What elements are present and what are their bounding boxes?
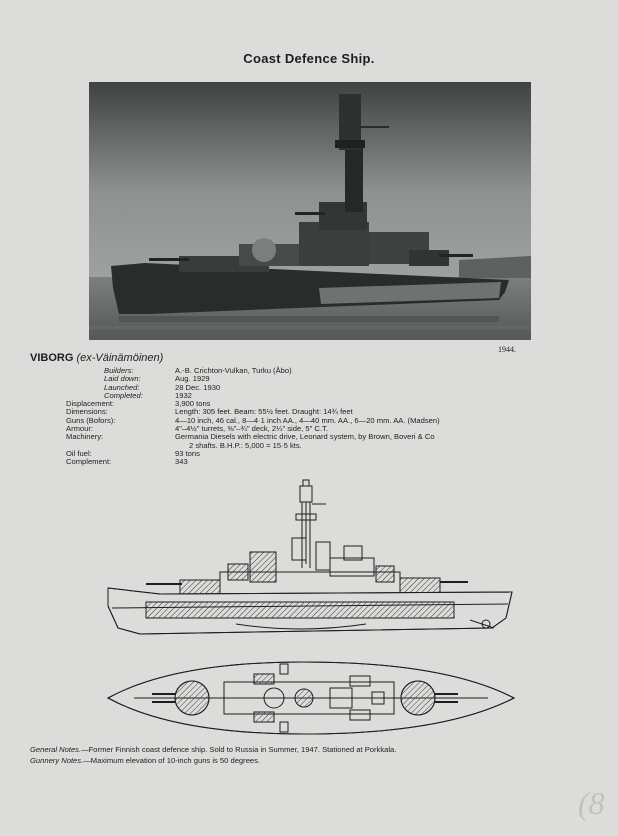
spec-label: Completed: — [104, 390, 143, 400]
spec-value: A.-B. Crichton-Vulkan, Turku (Åbo) — [175, 366, 292, 375]
spec-label: Laid down: — [104, 374, 141, 384]
ship-profile-drawing — [107, 479, 513, 635]
spec-label: Oil fuel: — [66, 448, 92, 458]
specifications-table: Builders: A.-B. Crichton-Vulkan, Turku (Å… — [66, 366, 440, 467]
spec-value: 1932 — [175, 390, 192, 400]
ship-notes: General Notes.—Former Finnish coast defe… — [30, 744, 396, 766]
spec-row: Guns (Bofors): 4—10 inch, 46 cal., 8—4·1 … — [66, 415, 440, 425]
photo-year-caption: 1944. — [498, 345, 516, 354]
spec-row: Displacement: 3,900 tons — [66, 399, 440, 409]
spec-row: Oil fuel: 93 tons — [66, 448, 440, 458]
ship-name-heading: VIBORG (ex-Väinämöinen) — [30, 352, 163, 364]
spec-row: Launched: 28 Dec. 1930 — [66, 382, 440, 392]
spec-value: 3,900 tons — [175, 399, 211, 409]
spec-value: 28 Dec. 1930 — [175, 382, 221, 392]
spec-label: Displacement: — [66, 399, 115, 409]
spec-row: Armour: 4"–4½" turrets, ⅜"–¾" deck, 2¼" s… — [66, 424, 440, 434]
ship-photograph — [89, 82, 531, 340]
page-title: Coast Defence Ship. — [243, 51, 375, 66]
spec-value: Germania Diesels with electric drive, Le… — [175, 432, 435, 442]
spec-label: Builders: — [104, 366, 134, 375]
spec-row: Machinery: Germania Diesels with electric… — [66, 432, 440, 442]
spec-label: Machinery: — [66, 432, 104, 442]
spec-row: 2 shafts. B.H.P.: 5,000 = 15·5 kts. — [66, 440, 440, 450]
ship-former-name: (ex-Väinämöinen) — [76, 352, 164, 364]
spec-label: Dimensions: — [66, 407, 108, 417]
general-notes: General Notes.—Former Finnish coast defe… — [30, 744, 396, 755]
spec-row: Dimensions: Length: 305 feet. Beam: 55½ f… — [66, 407, 440, 417]
spec-value: Aug. 1929 — [175, 374, 210, 384]
spec-row: Complement: 343 — [66, 457, 440, 467]
spec-row: Builders: A.-B. Crichton-Vulkan, Turku (Å… — [66, 366, 440, 375]
spec-value: 93 tons — [175, 448, 200, 458]
spec-row: Completed: 1932 — [66, 390, 440, 400]
pencil-page-mark: (8 — [578, 785, 605, 821]
spec-value: 4"–4½" turrets, ⅜"–¾" deck, 2¼" side, 5"… — [175, 424, 328, 434]
spec-value: 343 — [175, 457, 188, 467]
ship-plan-drawing — [106, 661, 516, 735]
spec-value: 4—10 inch, 46 cal., 8—4·1 inch AA., 4—40… — [175, 415, 440, 425]
gunnery-notes-label: Gunnery Notes. — [30, 756, 84, 765]
spec-value: Length: 305 feet. Beam: 55½ feet. Draugh… — [175, 407, 353, 417]
gunnery-notes-text: —Maximum elevation of 10-inch guns is 50… — [83, 756, 261, 765]
spec-label: Guns (Bofors): — [66, 415, 116, 425]
gunnery-notes: Gunnery Notes.—Maximum elevation of 10-i… — [30, 755, 396, 766]
general-notes-label: General Notes. — [30, 745, 82, 754]
spec-label: Complement: — [66, 457, 112, 467]
general-notes-text: —Former Finnish coast defence ship. Sold… — [81, 745, 397, 754]
ship-name: VIBORG — [30, 352, 74, 364]
spec-row: Laid down: Aug. 1929 — [66, 374, 440, 384]
spec-value: 2 shafts. B.H.P.: 5,000 = 15·5 kts. — [189, 440, 302, 450]
spec-label: Armour: — [66, 424, 94, 434]
spec-label: Launched: — [104, 382, 140, 392]
